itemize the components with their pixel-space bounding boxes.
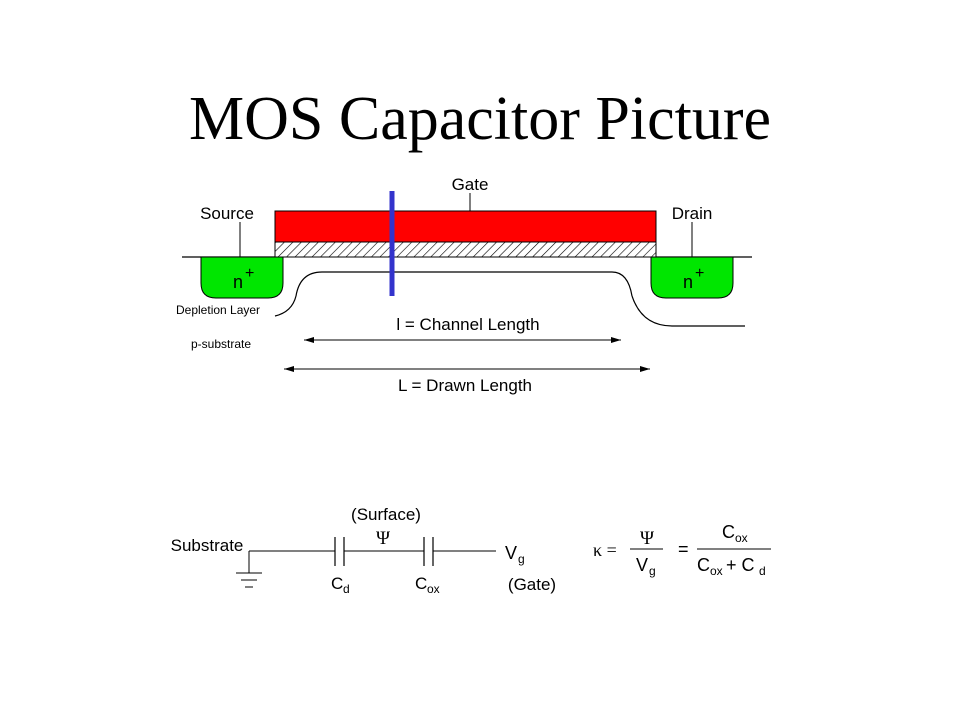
psi-node-label: Ψ <box>376 528 390 549</box>
substrate-label: p-substrate <box>191 337 251 351</box>
n-plus-drain <box>650 256 734 299</box>
circuit-substrate-label: Substrate <box>171 536 244 555</box>
n-plus-source <box>200 256 284 299</box>
formula-vg: V <box>636 555 648 575</box>
channel-arrowhead-left <box>304 337 314 343</box>
formula-denominator-sub1: ox <box>710 564 723 578</box>
channel-length-label: l = Channel Length <box>396 315 539 334</box>
depletion-boundary-right <box>631 295 745 327</box>
cd-subscript: d <box>343 582 350 596</box>
depletion-label: Depletion Layer <box>176 303 260 317</box>
formula-numerator-sub: ox <box>735 531 748 545</box>
gate-oxide <box>274 241 657 258</box>
depletion-boundary-left <box>274 295 297 317</box>
formula-denominator-sub2: d <box>759 564 766 578</box>
vg-label: V <box>505 543 517 563</box>
channel-arrowhead-right <box>611 337 621 343</box>
depletion-boundary-inner <box>295 271 633 297</box>
circuit-gate-label: (Gate) <box>508 575 556 594</box>
slide-title: MOS Capacitor Picture <box>188 85 771 153</box>
drawn-length-label: L = Drawn Length <box>398 376 532 395</box>
kappa-label: κ = <box>593 540 617 560</box>
surface-label: (Surface) <box>351 505 421 524</box>
drawn-arrowhead-left <box>284 366 294 372</box>
formula-denominator-c1: C <box>697 555 710 575</box>
n-plus-right-label: n <box>683 272 693 292</box>
n-plus-left-sup: + <box>245 265 254 282</box>
n-plus-right-sup: + <box>695 265 704 282</box>
vg-subscript: g <box>518 552 525 566</box>
drain-label: Drain <box>672 204 713 223</box>
n-plus-left-label: n <box>233 272 243 292</box>
formula-psi: Ψ <box>640 528 654 549</box>
formula-denominator-plus: + C <box>726 555 755 575</box>
drawn-arrowhead-right <box>640 366 650 372</box>
formula-equals: = <box>678 539 689 559</box>
gate-poly <box>274 210 657 243</box>
cox-subscript: ox <box>427 582 440 596</box>
formula-numerator: C <box>722 522 735 542</box>
source-label: Source <box>200 204 254 223</box>
cox-label: C <box>415 574 427 593</box>
cd-label: C <box>331 574 343 593</box>
formula-vg-sub: g <box>649 564 656 578</box>
gate-label: Gate <box>452 175 489 194</box>
